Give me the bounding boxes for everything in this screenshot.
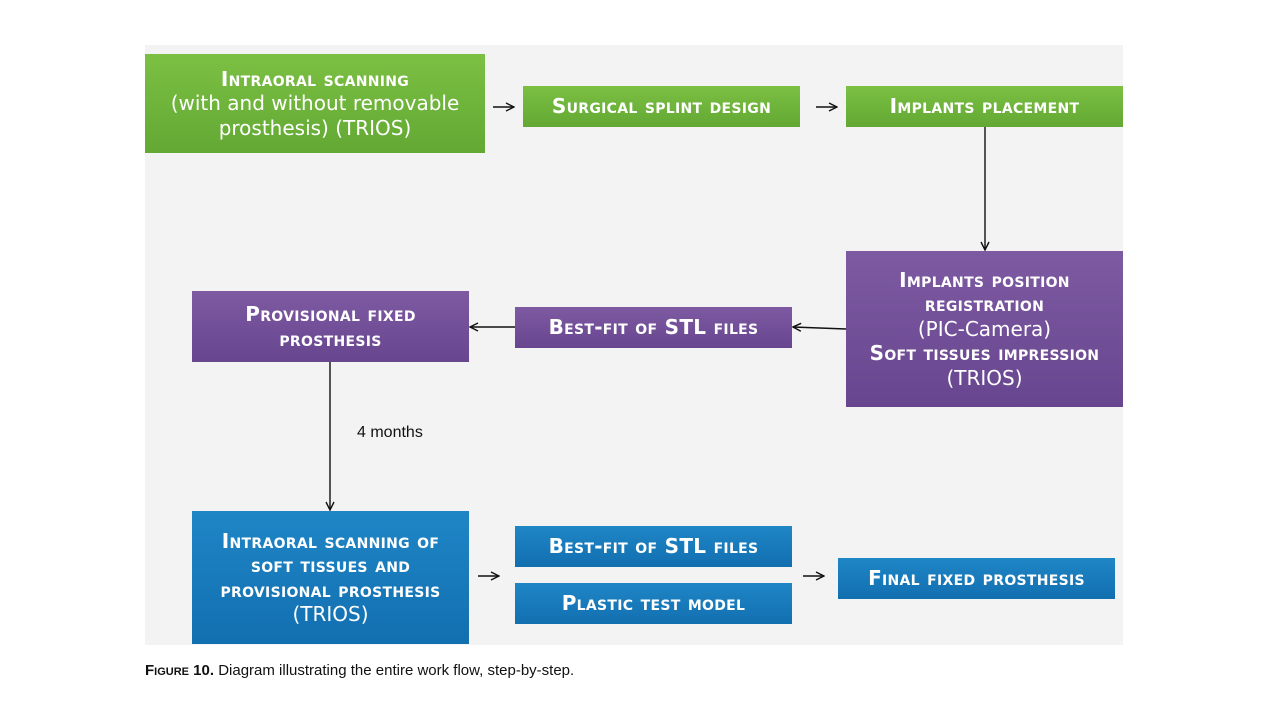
caption-text: Diagram illustrating the entire work flo… [214,662,575,679]
node-best-fit-stl-files: Best-fit of STL files [515,307,792,348]
node-title: Surgical splint design [551,94,772,119]
node-title: Implants placement [889,94,1080,119]
node-intraoral-scanning-soft-tissues: Intraoral scanning of soft tissues and p… [192,511,469,644]
node-title: Implants position registration [899,268,1070,317]
node-provisional-fixed-prosthesis: Provisional fixed prosthesis [192,291,469,362]
node-implants-placement: Implants placement [846,86,1123,127]
node-subtitle: (PIC-Camera) [917,316,1052,341]
node-title: Final fixed prosthesis [868,566,1085,591]
node-title: Provisional fixed prosthesis [245,302,416,351]
node-title: Soft tissues impression [869,341,1100,366]
edge-label-4-months: 4 months [357,424,423,441]
node-plastic-test-model: Plastic test model [515,583,792,624]
node-title: Best-fit of STL files [548,315,759,340]
figure-label: Figure 10. [145,662,215,679]
node-title: Best-fit of STL files [548,534,759,559]
node-title: Plastic test model [561,591,746,616]
figure-caption: Figure 10. Diagram illustrating the enti… [145,662,574,679]
node-surgical-splint-design: Surgical splint design [523,86,800,127]
node-best-fit-stl-files-2: Best-fit of STL files [515,526,792,567]
node-title: Intraoral scanning [220,66,410,91]
node-subtitle: (TRIOS) [292,601,369,626]
node-intraoral-scanning: Intraoral scanning (with and without rem… [145,54,485,153]
node-implants-position-registration: Implants position registration (PIC-Came… [846,251,1123,407]
node-subtitle: (TRIOS) [946,365,1023,390]
node-final-fixed-prosthesis: Final fixed prosthesis [838,558,1115,599]
node-subtitle: (with and without removable prosthesis) … [170,91,460,140]
arrow-registration-to-bestfit [793,327,847,329]
node-title: Intraoral scanning of soft tissues and p… [220,528,441,602]
